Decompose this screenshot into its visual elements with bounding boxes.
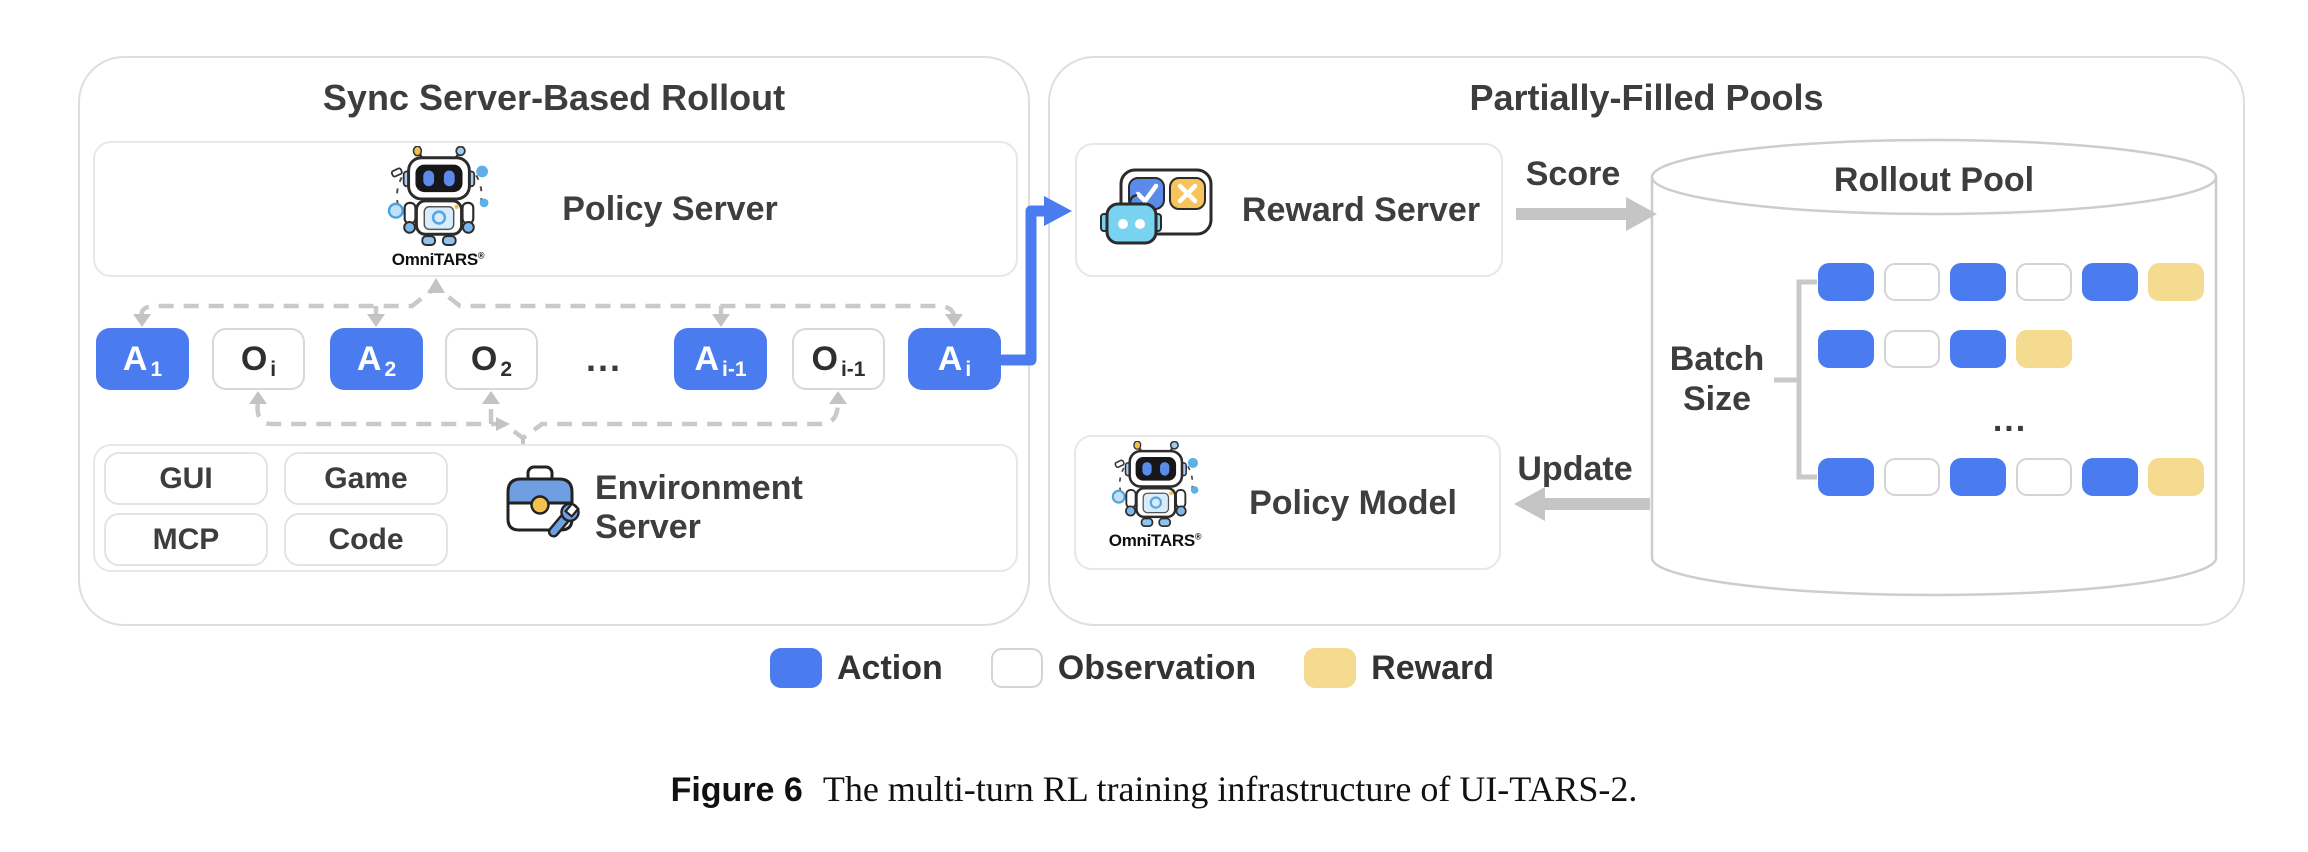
token-base: O bbox=[811, 340, 838, 378]
token-base: A bbox=[937, 340, 963, 378]
token-subscript: 2 bbox=[384, 357, 397, 381]
env-chip-mcp: MCP bbox=[104, 513, 268, 566]
pool-token-reward bbox=[2148, 263, 2204, 301]
token-subscript: i bbox=[270, 357, 277, 381]
pool-token-action bbox=[1818, 330, 1874, 368]
legend-label-action: Action bbox=[837, 648, 943, 687]
token-subscript: i-1 bbox=[722, 357, 747, 381]
action-swatch bbox=[770, 648, 822, 688]
policy-model-robot-icon: OmniTARS® bbox=[1094, 440, 1216, 550]
pool-token-observation bbox=[1884, 330, 1940, 368]
pool-token-reward bbox=[2016, 330, 2072, 368]
policy-server-label: Policy Server bbox=[562, 189, 778, 228]
figure-caption-text: The multi-turn RL training infrastructur… bbox=[822, 769, 1638, 809]
figure-caption-tag: Figure 6 bbox=[670, 771, 803, 809]
observation-swatch bbox=[990, 648, 1043, 688]
token-subscript: i-1 bbox=[840, 357, 866, 381]
token-subscript: 2 bbox=[500, 357, 513, 381]
toolbox-icon bbox=[494, 460, 586, 553]
omnitars-robot-icon bbox=[387, 145, 489, 247]
rollout-pool-ellipsis: ... bbox=[1992, 400, 2028, 439]
pool-token-observation bbox=[1884, 458, 1940, 496]
reward-check-x-icon bbox=[1100, 168, 1213, 245]
left-panel-title: Sync Server-Based Rollout bbox=[322, 77, 786, 118]
wrench-icon bbox=[547, 502, 580, 538]
pool-token-action bbox=[1818, 263, 1874, 301]
rollout-pool-title: Rollout Pool bbox=[1833, 161, 2035, 199]
token-ellipsis: ... bbox=[585, 338, 622, 379]
omnitars-robot-icon bbox=[1111, 440, 1199, 527]
env-chip-code: Code bbox=[284, 513, 448, 566]
pool-token-action bbox=[2082, 458, 2138, 496]
omnitars-logo-text: OmniTARS® bbox=[391, 250, 485, 269]
pool-token-action bbox=[1818, 458, 1874, 496]
token-base: A bbox=[356, 340, 382, 378]
policy-server-box bbox=[93, 141, 1018, 277]
omnitars-logo-text: OmniTARS® bbox=[1108, 531, 1202, 550]
pool-token-action bbox=[1950, 330, 2006, 368]
update-label: Update bbox=[1517, 450, 1633, 488]
legend-item-reward: Reward bbox=[1304, 648, 1494, 688]
env-chip-gui: GUI bbox=[104, 452, 268, 505]
right-panel-title: Partially-Filled Pools bbox=[1469, 77, 1824, 118]
policy-server-robot-icon: OmniTARS® bbox=[374, 145, 502, 269]
reward-swatch bbox=[1304, 648, 1357, 688]
batch-size-label: Batch Size bbox=[1669, 340, 1765, 418]
pool-token-observation bbox=[2016, 263, 2072, 301]
reward-server-label: Reward Server bbox=[1241, 190, 1481, 229]
legend-label-observation: Observation bbox=[1057, 648, 1257, 687]
token-base: A bbox=[694, 340, 720, 378]
token-base: O bbox=[240, 340, 268, 378]
pool-token-observation bbox=[1884, 263, 1940, 301]
legend-label-reward: Reward bbox=[1371, 648, 1494, 687]
toolbox-icon-svg bbox=[506, 465, 580, 538]
pool-token-action bbox=[2082, 263, 2138, 301]
token-subscript: i bbox=[965, 357, 972, 381]
legend-item-observation: Observation bbox=[990, 648, 1257, 688]
figure-caption: Figure 6 The multi-turn RL training infra… bbox=[0, 768, 2308, 810]
pool-token-reward bbox=[2148, 458, 2204, 496]
token-subscript: 1 bbox=[150, 357, 163, 381]
environment-server-label: Environment Server bbox=[595, 469, 803, 546]
token-base: O bbox=[470, 340, 498, 378]
legend-item-action: Action bbox=[770, 648, 943, 688]
policy-model-label: Policy Model bbox=[1249, 483, 1457, 522]
legend: Action Observation Reward bbox=[770, 648, 1494, 688]
env-chip-game: Game bbox=[284, 452, 448, 505]
token-base: A bbox=[122, 340, 148, 378]
score-label: Score bbox=[1525, 155, 1621, 193]
reward-server-icon bbox=[1098, 164, 1218, 265]
pool-token-action bbox=[1950, 458, 2006, 496]
pool-token-action bbox=[1950, 263, 2006, 301]
pool-token-observation bbox=[2016, 458, 2072, 496]
reward-server-box bbox=[1075, 143, 1503, 277]
